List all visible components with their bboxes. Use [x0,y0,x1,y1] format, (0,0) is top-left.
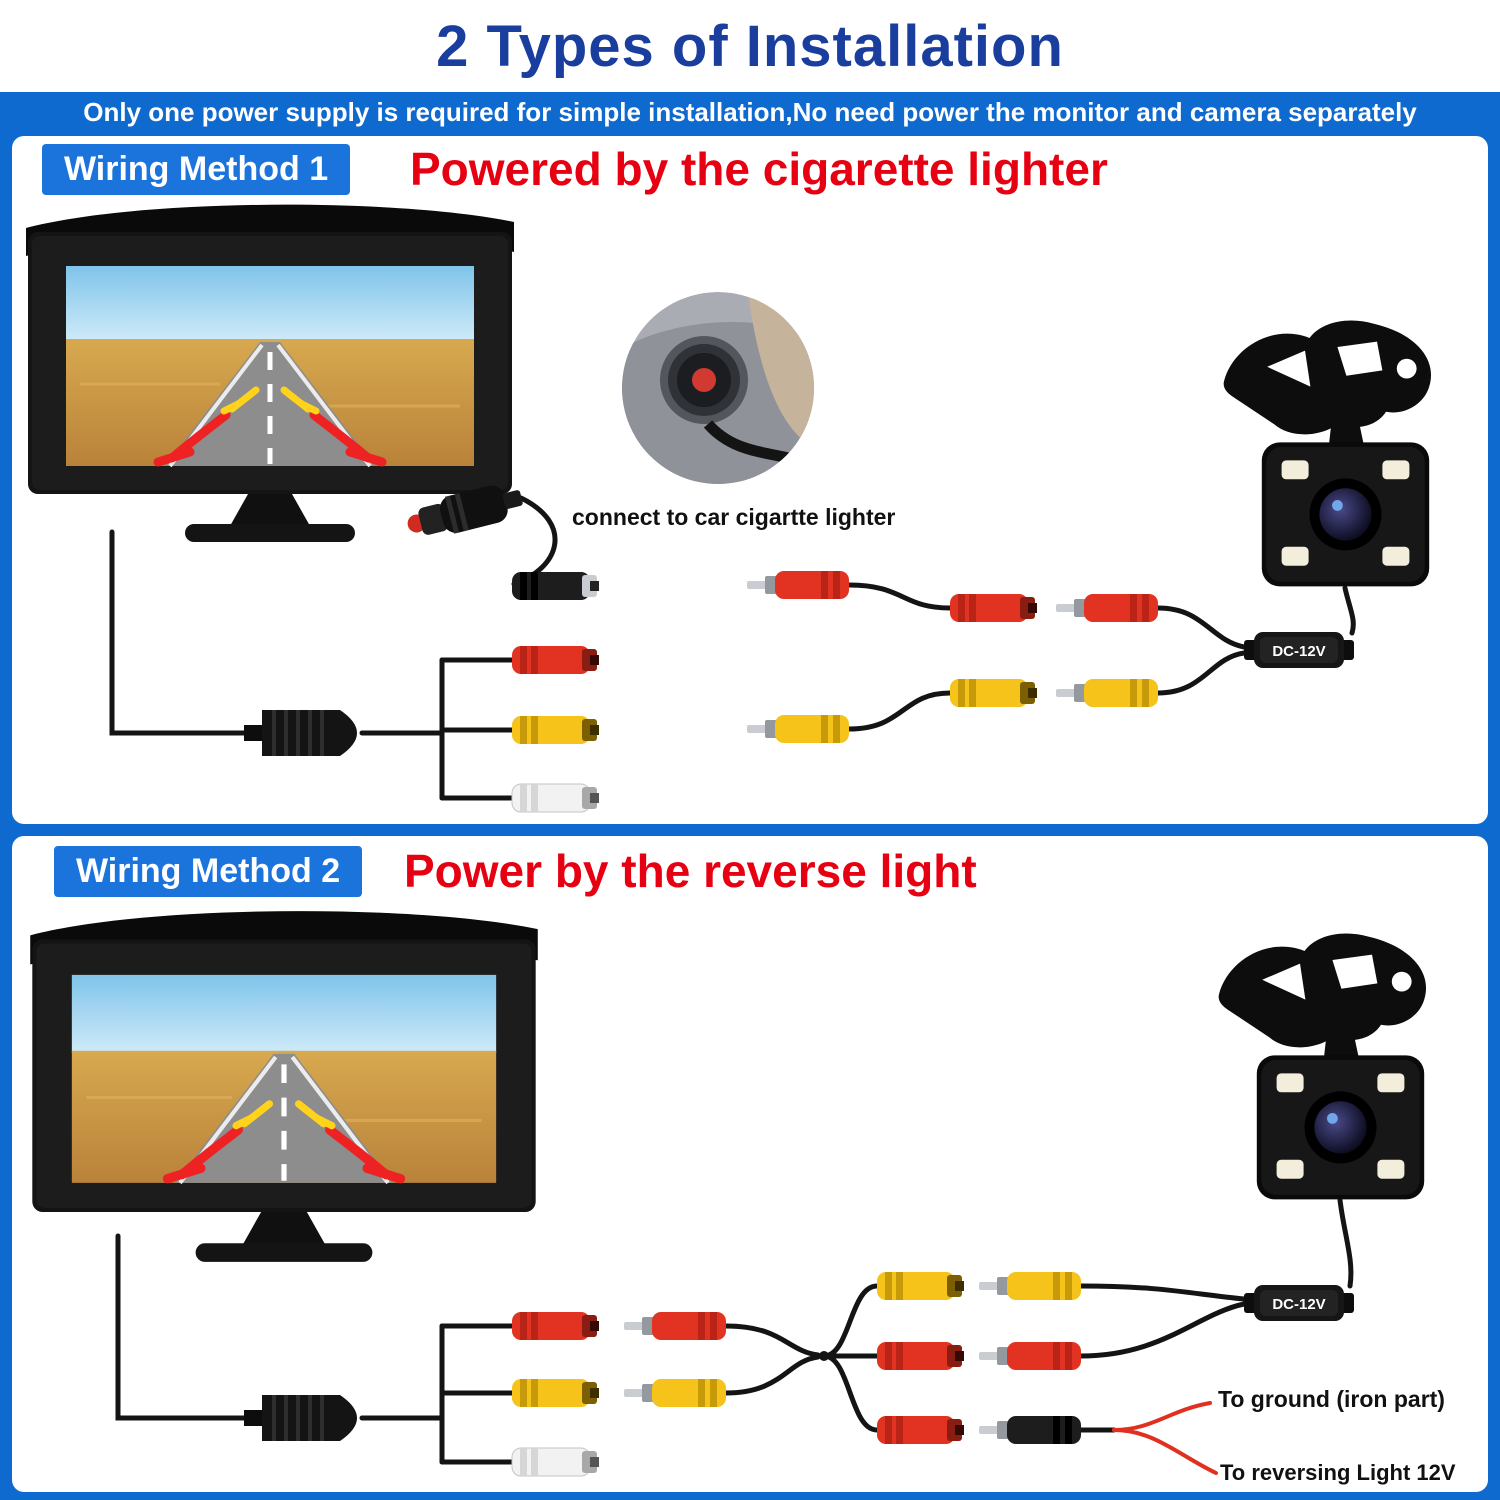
wiring-method-1-panel: Wiring Method 1 Powered by the cigarette… [12,136,1488,824]
red-dc-male-connector [1056,594,1158,622]
red-dc-female-connector [877,1416,964,1444]
method2-heading: Power by the reverse light [404,845,977,897]
header: 2 Types of Installation [0,0,1500,92]
yellow-rca-male-connector [624,1379,726,1407]
black-dc-female-connector [512,572,599,600]
dc-12v-module-label: DC-12V [1272,643,1325,660]
reverse-light-wire-note: To reversing Light 12V [1220,1460,1456,1485]
ground-wire-note: To ground (iron part) [1218,1386,1445,1412]
red-dc-female-connector [950,594,1037,622]
white-rca-female-connector [511,1447,600,1477]
dc-12v-module-label: DC-12V [1272,1296,1325,1313]
yellow-rca-male-connector [979,1272,1081,1300]
method2-badge: Wiring Method 2 [54,846,363,897]
lighter-socket-note: connect to car cigartte lighter [572,504,896,530]
method1-badge: Wiring Method 1 [42,144,351,195]
yellow-rca-female-connector [950,679,1037,707]
wires [109,495,1356,801]
red-dc-female-connector [512,1312,599,1340]
backup-camera-illustration [1218,933,1427,1200]
method1-diagram: DC-12V [12,136,1432,813]
wire-junction [819,1351,829,1361]
white-rca-female-connector [511,783,600,813]
backup-camera-illustration [1223,320,1432,587]
monitor-illustration [30,911,538,1262]
yellow-rca-female-connector [512,1379,599,1407]
page-subtitle: Only one power supply is required for si… [83,97,1417,127]
yellow-rca-female-connector [512,716,599,744]
cigarette-lighter-socket-photo [622,292,814,484]
yellow-rca-male-connector [1056,679,1158,707]
monitor-illustration [26,205,514,542]
reverse-light-tap-wires [1112,1401,1218,1475]
harness-splitter-icon [242,708,359,758]
red-dc-male-connector [624,1312,726,1340]
yellow-rca-female-connector [877,1272,964,1300]
page-title: 2 Types of Installation [436,13,1064,79]
red-dc-female-connector [512,646,599,674]
harness-splitter-icon [242,1393,359,1443]
wires [115,1197,1354,1465]
red-dc-female-connector [877,1342,964,1370]
wiring-method-2-panel: Wiring Method 2 Power by the reverse lig… [12,836,1488,1492]
red-dc-male-connector [747,571,849,599]
red-dc-male-connector [979,1342,1081,1370]
method1-heading: Powered by the cigarette lighter [410,143,1108,195]
method2-diagram: DC-12V [12,836,1427,1477]
yellow-rca-male-connector [747,715,849,743]
black-dc-male-connector [979,1416,1081,1444]
